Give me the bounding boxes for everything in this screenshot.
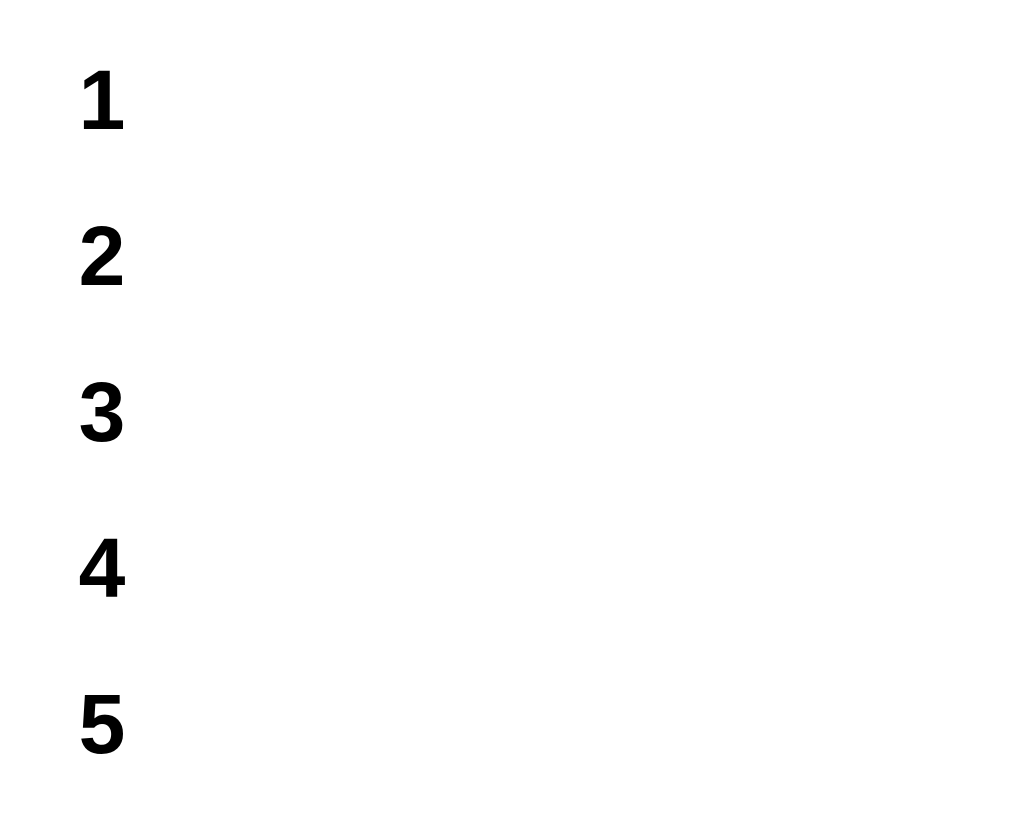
step-number: 1 bbox=[78, 53, 126, 147]
step-number: 2 bbox=[78, 209, 126, 303]
step-number: 4 bbox=[78, 521, 126, 615]
step-item: 1 bbox=[0, 40, 1024, 196]
step-item: 3 bbox=[0, 352, 1024, 508]
step-number: 3 bbox=[78, 365, 126, 459]
service-steps-list: 1 2 3 4 5 bbox=[0, 40, 1024, 766]
step-number: 5 bbox=[78, 677, 126, 771]
step-item: 4 bbox=[0, 508, 1024, 664]
step-item: 5 bbox=[0, 664, 1024, 820]
step-item: 2 bbox=[0, 196, 1024, 352]
